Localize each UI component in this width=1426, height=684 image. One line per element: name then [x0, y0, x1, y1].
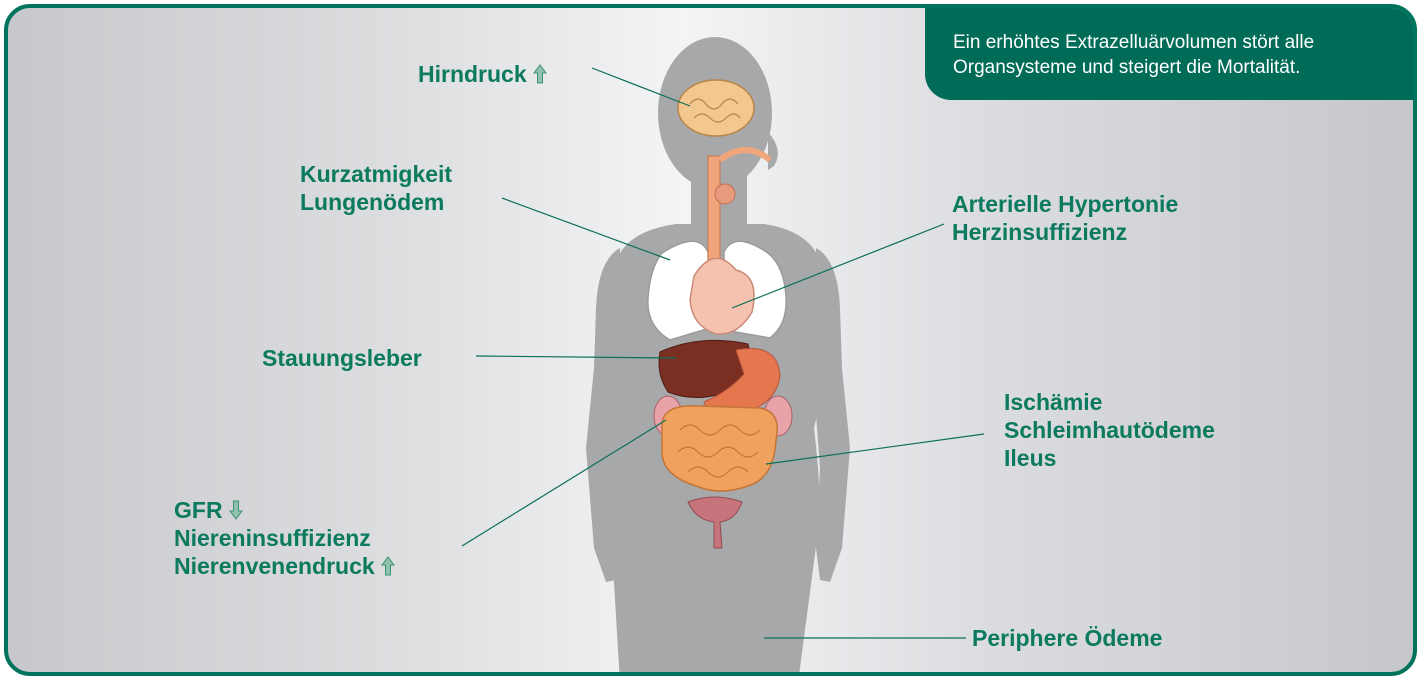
- label-nierenvenendruck: Nierenvenendruck: [174, 553, 375, 579]
- label-stauungsleber: Stauungsleber: [262, 344, 422, 372]
- label-lungenoedem: Lungenödem: [300, 188, 452, 216]
- diagram-frame: Ein erhöhtes Extrazelluärvolumen stört a…: [4, 4, 1417, 676]
- label-stauungsleber-text: Stauungsleber: [262, 344, 422, 372]
- label-periphere-oedeme-text: Periphere Ödeme: [972, 624, 1162, 652]
- label-ischaemie: Ischämie: [1004, 388, 1215, 416]
- label-periphere-oedeme: Periphere Ödeme: [972, 624, 1162, 652]
- arrow-up-icon: [533, 64, 547, 84]
- label-darm: Ischämie Schleimhautödeme Ileus: [1004, 388, 1215, 472]
- intestines: [662, 406, 777, 491]
- callout-line-1: Ein erhöhtes Extrazelluärvolumen stört a…: [953, 30, 1403, 55]
- label-hirndruck: Hirndruck: [418, 60, 547, 88]
- label-niere: GFR Niereninsuffizienz Nierenvenendruck: [174, 496, 395, 580]
- label-kurzatmigkeit: Kurzatmigkeit: [300, 160, 452, 188]
- label-ileus: Ileus: [1004, 444, 1215, 472]
- label-herz: Arterielle Hypertonie Herzinsuffizienz: [952, 190, 1178, 246]
- label-schleimhautoedeme: Schleimhautödeme: [1004, 416, 1215, 444]
- callout-line-2: Organsysteme und steigert die Mortalität…: [953, 55, 1403, 80]
- label-niereninsuffizienz: Niereninsuffizienz: [174, 524, 395, 552]
- label-hirndruck-text: Hirndruck: [418, 61, 527, 87]
- label-gfr: GFR: [174, 497, 223, 523]
- arrow-up-icon: [381, 556, 395, 576]
- brain: [678, 80, 754, 136]
- label-gfr-line: GFR: [174, 496, 395, 524]
- label-lunge: Kurzatmigkeit Lungenödem: [300, 160, 452, 216]
- label-herzinsuffizienz: Herzinsuffizienz: [952, 218, 1178, 246]
- label-nierenvenendruck-line: Nierenvenendruck: [174, 552, 395, 580]
- label-arterielle-hypertonie: Arterielle Hypertonie: [952, 190, 1178, 218]
- leader-lungenoedem: [502, 198, 670, 260]
- info-callout: Ein erhöhtes Extrazelluärvolumen stört a…: [925, 8, 1413, 100]
- arrow-down-icon: [229, 500, 243, 520]
